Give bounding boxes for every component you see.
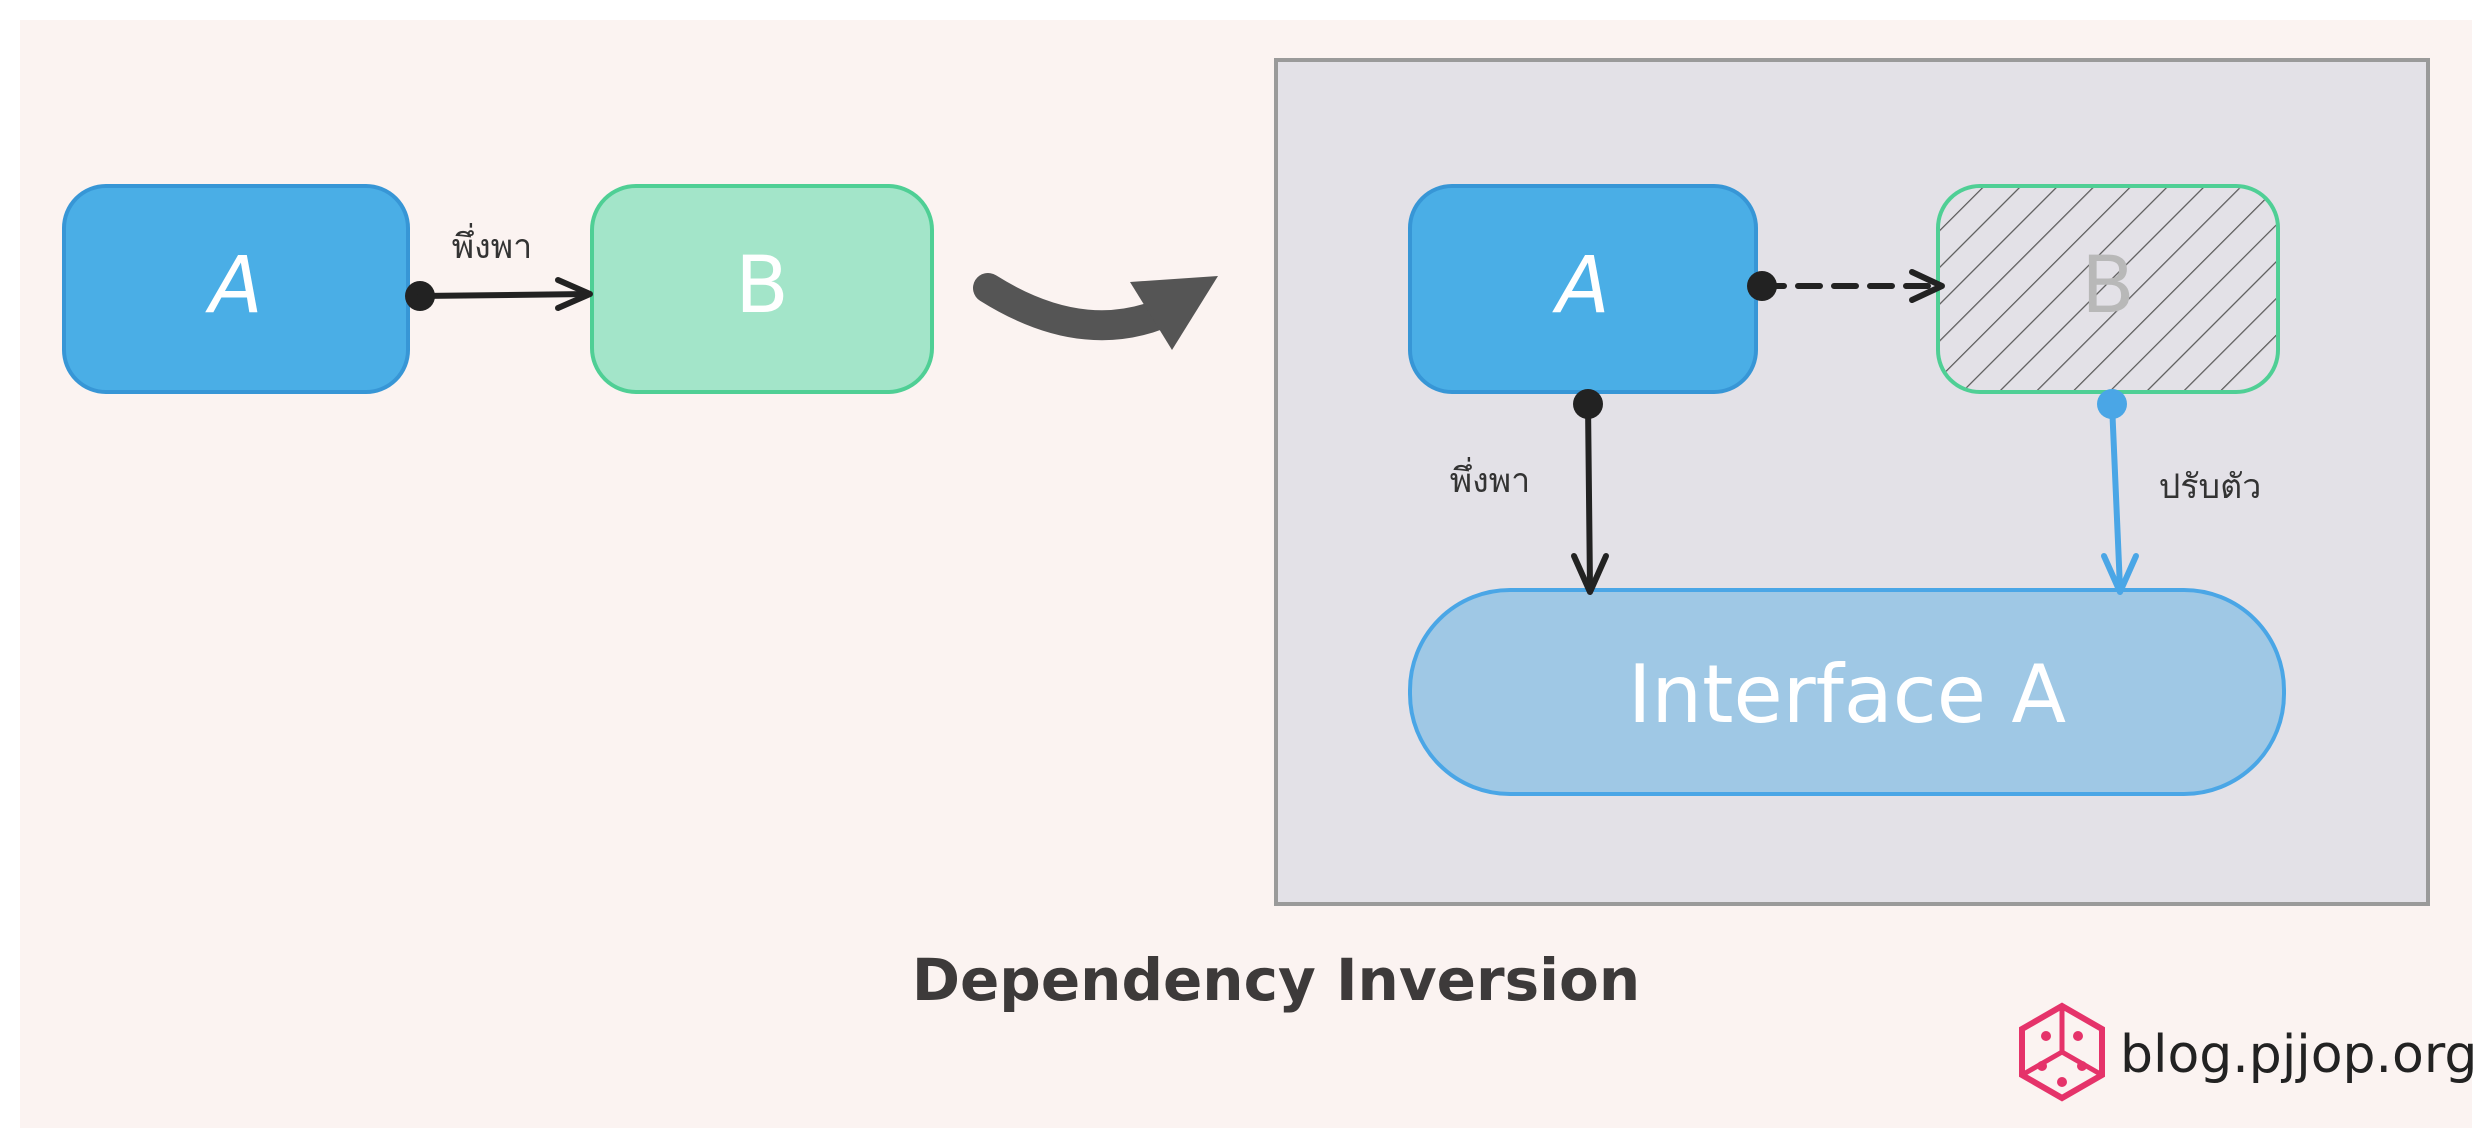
brand: blog.pjjop.org xyxy=(2019,1002,2477,1102)
right-edge-label-b: ปรับตัว xyxy=(2159,467,2262,507)
right-dashed-arrow xyxy=(1747,269,1945,303)
right-edge-label-a: พึ่งพา xyxy=(1450,457,1531,501)
right-box-a-label: A xyxy=(1551,241,1609,331)
interface-label: Interface A xyxy=(1628,648,2067,741)
left-diagram: A B พึ่งพา xyxy=(62,184,934,394)
brand-logo-icon xyxy=(2019,1002,2105,1102)
left-edge-label: พึ่งพา xyxy=(452,223,533,267)
transition-arrow xyxy=(973,273,1218,350)
left-box-b xyxy=(590,184,934,394)
left-dependency-arrow xyxy=(405,277,593,311)
b-to-interface-arrow xyxy=(2097,389,2139,595)
left-box-b-label: B xyxy=(735,241,789,331)
a-to-interface-arrow xyxy=(1571,389,1609,595)
brand-text: blog.pjjop.org xyxy=(2120,1025,2477,1085)
interface-box xyxy=(1408,588,2286,796)
left-box-a-label: A xyxy=(204,241,262,331)
right-box-b-label: B xyxy=(2081,241,2135,331)
caption-title: Dependency Inversion xyxy=(912,946,1640,1014)
right-panel: A B Interface A พึ่งพา ปรับตัว xyxy=(1274,58,2430,906)
